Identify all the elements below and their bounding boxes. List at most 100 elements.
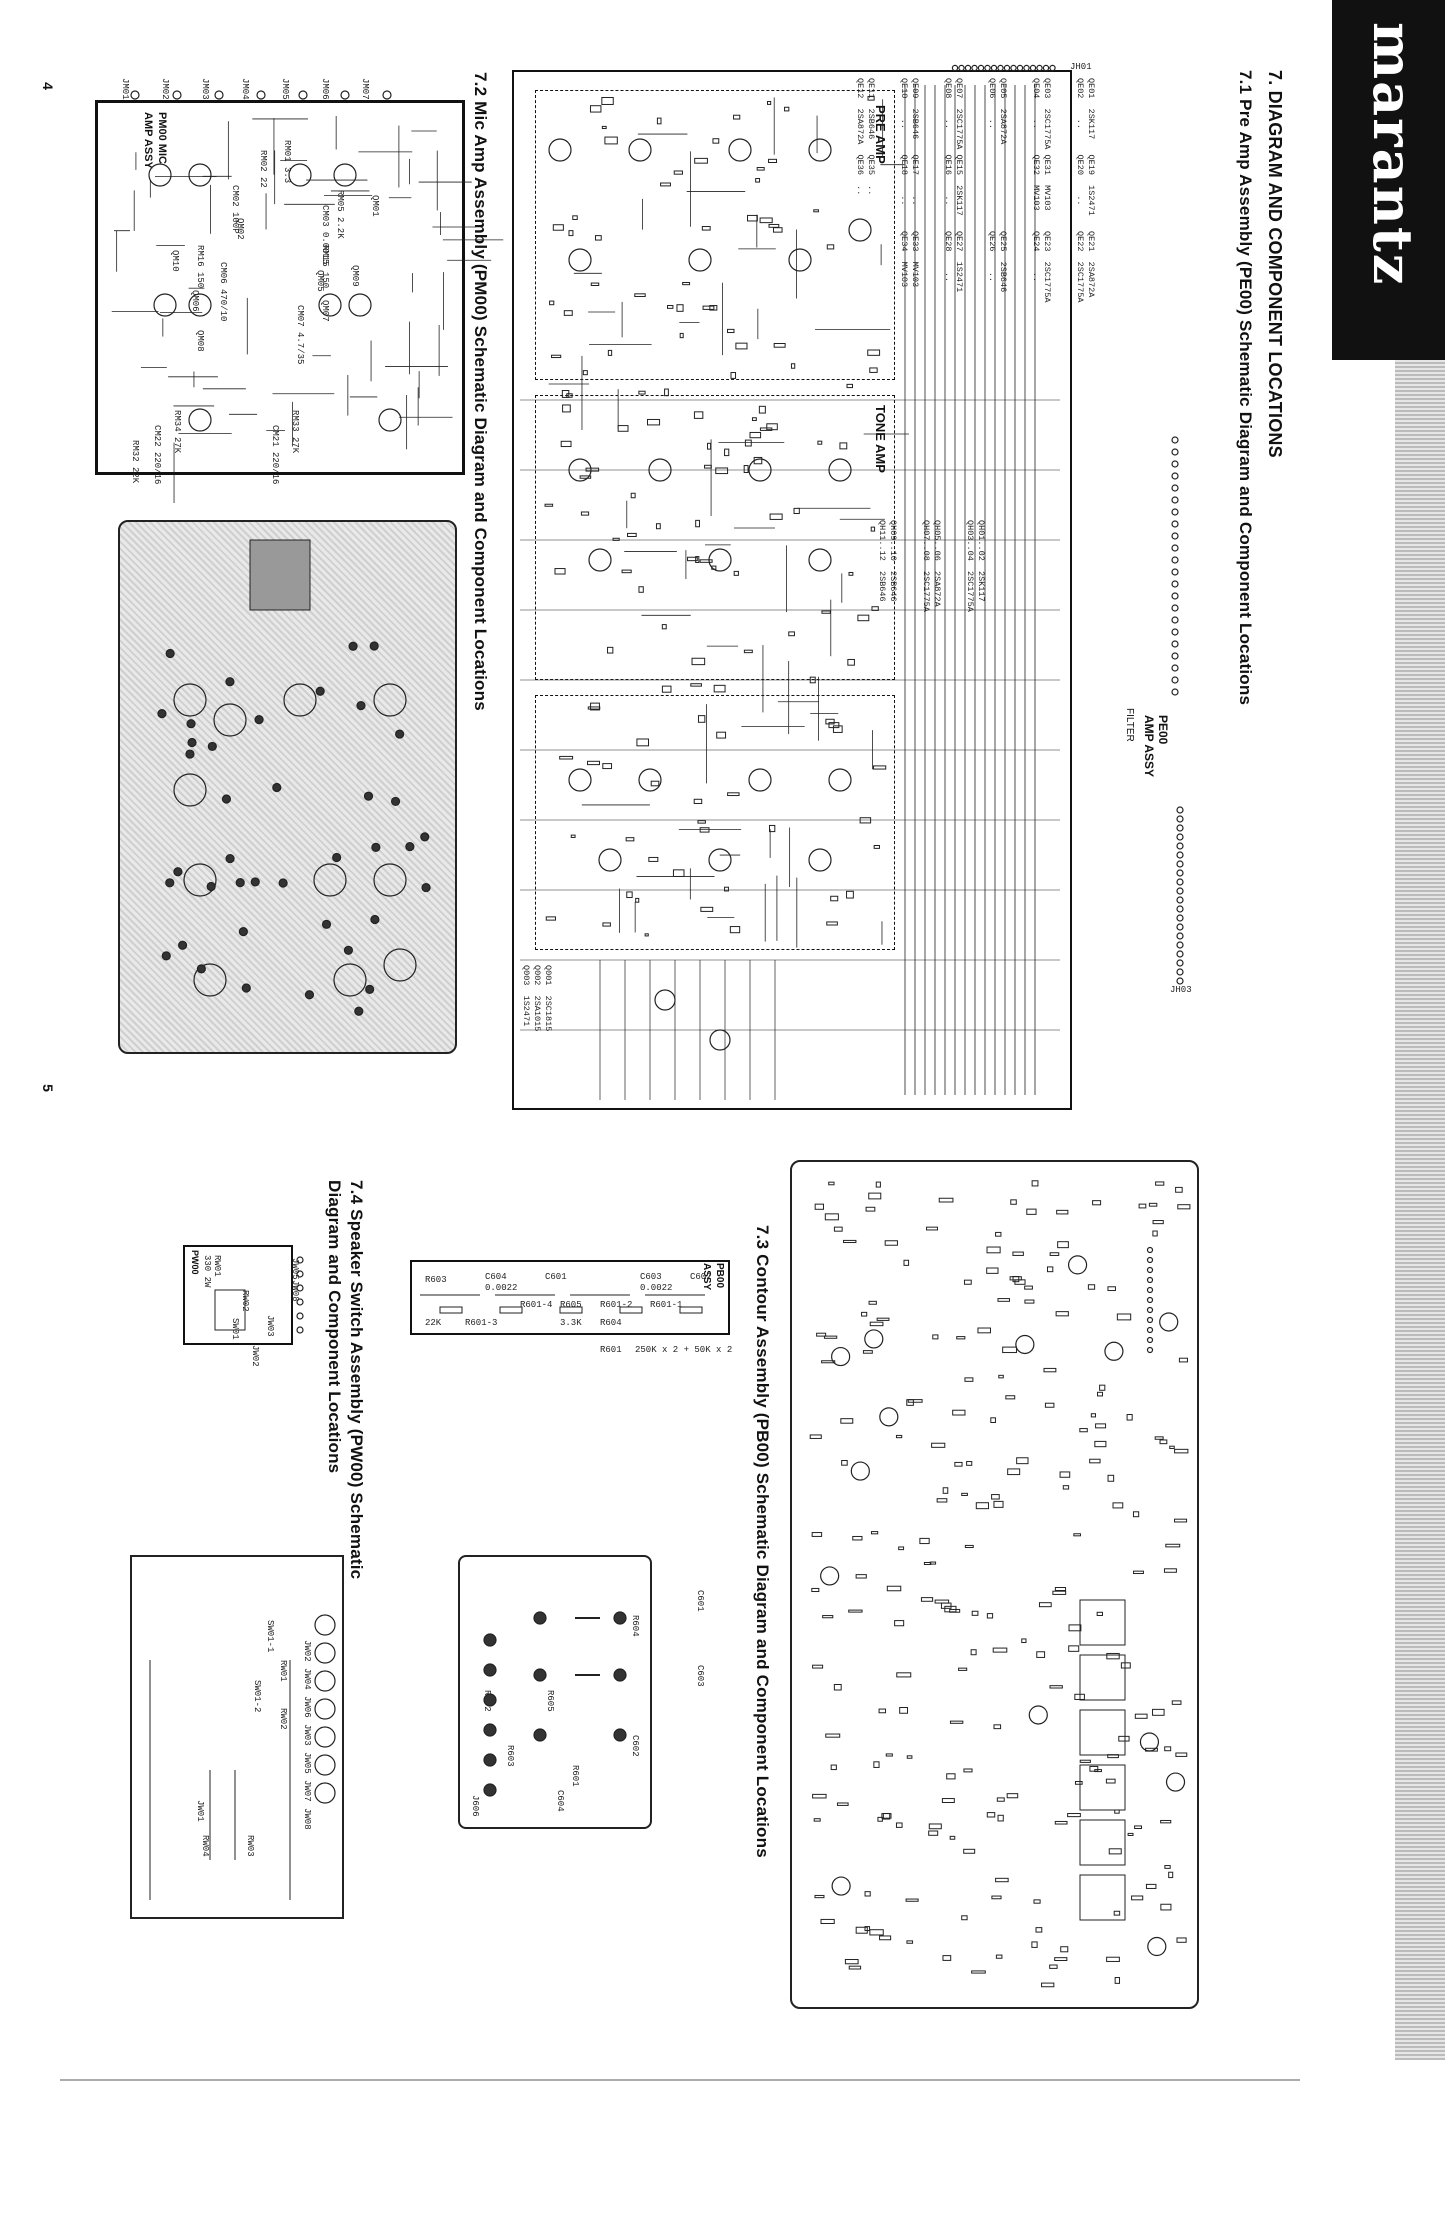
capacitor-symbol <box>1147 1936 1167 1957</box>
connector-pin <box>296 1284 304 1292</box>
resistor-symbol <box>697 820 706 824</box>
resistor-symbol <box>941 1798 955 1803</box>
resistor-symbol <box>1174 1518 1188 1523</box>
capacitor-symbol <box>820 1566 840 1586</box>
pre-amp-block <box>535 90 895 380</box>
transistor-symbol <box>708 848 732 872</box>
transistor-symbol <box>568 768 592 792</box>
resistor-symbol <box>857 614 870 622</box>
resistor-symbol <box>813 1818 821 1822</box>
resistor-symbol <box>876 1317 890 1321</box>
resistor-symbol <box>554 568 566 575</box>
capacitor-symbol <box>373 683 407 717</box>
resistor-symbol <box>963 1768 973 1773</box>
contour-schematic-frame <box>410 1260 730 1335</box>
resistor-symbol <box>928 1830 939 1836</box>
resistor-symbol <box>840 1418 854 1424</box>
resistor-symbol <box>995 1877 1009 1883</box>
resistor-symbol <box>1009 1276 1022 1281</box>
resistor-symbol <box>869 1321 884 1327</box>
solder-pad <box>196 964 206 974</box>
resistor-symbol <box>855 1574 867 1579</box>
connector-pin <box>1023 64 1030 72</box>
connector-terminal <box>214 90 224 100</box>
resistor-symbol <box>814 1894 825 1899</box>
resistor-symbol <box>695 556 700 564</box>
resistor-symbol <box>691 657 706 666</box>
resistor-symbol <box>971 1970 986 1974</box>
connector-pin <box>296 1270 304 1278</box>
resistor-symbol <box>816 1332 827 1337</box>
transistor-symbol <box>648 458 672 482</box>
resistor-symbol <box>712 138 720 144</box>
resistor-symbol <box>655 523 661 530</box>
resistor-symbol <box>560 440 572 448</box>
resistor-symbol <box>841 1460 848 1466</box>
transistor-symbol <box>728 138 752 162</box>
connector-pin <box>964 64 972 72</box>
resistor-symbol <box>1094 1440 1107 1448</box>
resistor-symbol <box>873 845 880 849</box>
resistor-symbol <box>1106 1956 1120 1962</box>
resistor-symbol <box>895 1434 903 1439</box>
resistor-symbol <box>1068 1645 1080 1652</box>
connector-pin <box>1036 64 1043 72</box>
resistor-symbol <box>733 114 741 120</box>
connector-pin <box>1171 520 1179 528</box>
solder-pad <box>161 951 171 961</box>
resistor-symbol <box>899 1707 909 1714</box>
contour-part: C602 <box>690 1272 712 1282</box>
resistor-symbol <box>821 610 831 614</box>
connector-pin <box>1171 448 1179 456</box>
resistor-symbol <box>1169 1445 1175 1449</box>
resistor-symbol <box>1060 1946 1069 1953</box>
connector-pin <box>1176 824 1184 832</box>
resistor-symbol <box>1152 1220 1164 1225</box>
transistor-symbol <box>828 768 852 792</box>
contour-part: R601 <box>600 1345 622 1355</box>
resistor-symbol <box>551 354 562 359</box>
resistor-symbol <box>820 1918 835 1925</box>
resistor-symbol <box>788 631 795 637</box>
transistor-symbol <box>333 163 357 187</box>
resistor-symbol <box>1005 1395 1016 1400</box>
resistor-symbol <box>898 1546 905 1551</box>
resistor-symbol <box>996 1797 1005 1802</box>
resistor-symbol <box>832 725 843 733</box>
resistor-symbol <box>1114 1977 1121 1984</box>
resistor-symbol <box>1087 1284 1096 1290</box>
solder-pad <box>332 852 342 863</box>
resistor-symbol <box>656 117 662 125</box>
resistor-symbol <box>879 1935 892 1941</box>
resistor-symbol <box>702 305 715 310</box>
resistor-symbol <box>843 1239 857 1244</box>
resistor-symbol <box>545 916 556 921</box>
speaker-pcb-layout <box>130 1555 344 1919</box>
resistor-symbol <box>1024 1299 1035 1304</box>
connector-pin <box>984 64 991 72</box>
terminal-pad <box>483 1663 497 1677</box>
resistor-symbol <box>687 556 698 562</box>
resistor-symbol <box>701 226 711 231</box>
resistor-symbol <box>852 1535 863 1541</box>
resistor-symbol <box>630 492 636 499</box>
resistor-symbol <box>821 1360 836 1364</box>
resistor-symbol <box>648 856 659 862</box>
resistor-symbol <box>700 906 714 912</box>
solder-pad <box>185 749 195 759</box>
resistor-symbol <box>636 738 650 747</box>
transistor-symbol <box>808 848 832 872</box>
resistor-symbol <box>1175 1186 1183 1193</box>
resistor-symbol <box>1138 1203 1147 1209</box>
resistor-symbol <box>730 372 737 379</box>
resistor-symbol <box>1035 1927 1043 1933</box>
resistor-symbol <box>869 367 878 373</box>
resistor-symbol <box>964 1544 974 1549</box>
resistor-symbol <box>1073 1533 1081 1537</box>
resistor-symbol <box>877 1816 883 1822</box>
resistor-symbol <box>809 676 816 684</box>
resistor-symbol <box>1107 1754 1119 1759</box>
resistor-symbol <box>625 837 635 842</box>
resistor-symbol <box>561 390 570 398</box>
resistor-symbol <box>814 1203 824 1210</box>
